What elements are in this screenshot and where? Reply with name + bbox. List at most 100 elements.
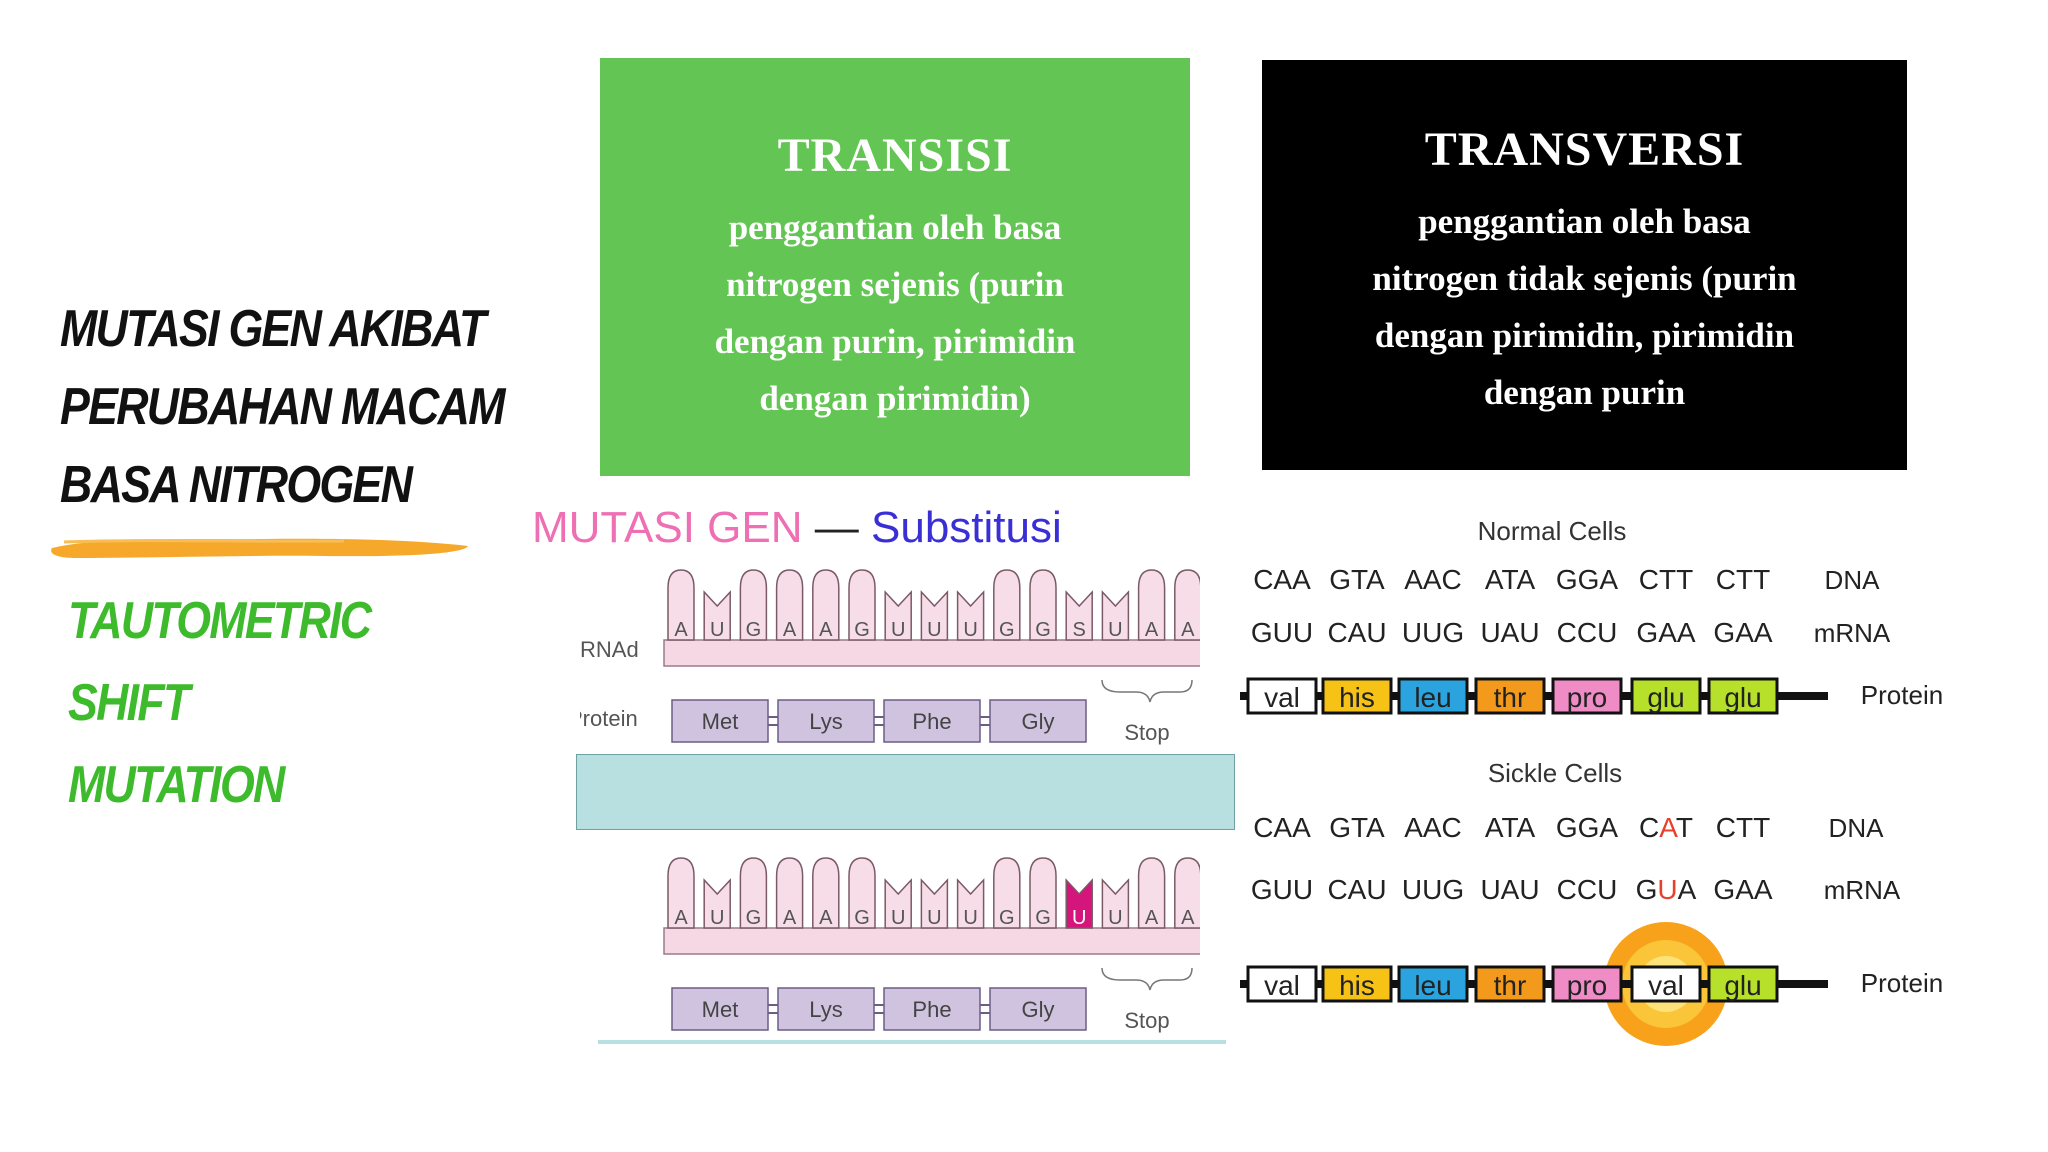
text-line: dengan purin, pirimidin (714, 322, 1076, 361)
substitusi-label: Substitusi (871, 503, 1062, 552)
text-line: dengan pirimidin) (759, 379, 1031, 418)
text-line: penggantian oleh basa (1418, 202, 1751, 241)
mutation-type-list: TAUTOMETRIC SHIFT MUTATION (68, 580, 468, 826)
list-item: TAUTOMETRIC (68, 592, 372, 650)
base-letter: U (927, 619, 941, 641)
nucleotide-base (812, 569, 840, 641)
dna-codon: CTT (1716, 812, 1770, 843)
mrna-codon: UAU (1480, 874, 1539, 905)
amino-acid-label: glu (1724, 970, 1761, 1001)
base-letter: G (1035, 907, 1051, 929)
nucleotide-base (1065, 590, 1093, 641)
base-letter: G (1035, 619, 1051, 641)
mrna-codon: GAA (1713, 874, 1772, 905)
mrna-codon: CCU (1557, 874, 1618, 905)
mrna-codon: GAA (1636, 617, 1695, 648)
amino-acid-label: Lys (809, 997, 842, 1022)
stop-label: Stop (1124, 1008, 1169, 1033)
amino-acid-label: Lys (809, 709, 842, 734)
dna-codon: AAC (1404, 564, 1462, 595)
text-line: nitrogen tidak sejenis (purin (1372, 259, 1797, 298)
transisi-box: TRANSISI penggantian oleh basa nitrogen … (600, 58, 1190, 476)
nucleotide-base (739, 569, 768, 641)
nucleotide-base (993, 569, 1021, 641)
amino-acid-box (1630, 965, 1702, 1003)
amino-acid-box (671, 987, 769, 1031)
base-letter: G (746, 619, 762, 641)
nucleotide-base (884, 878, 912, 929)
dna-codon: CTT (1716, 564, 1770, 595)
stop-brace (1101, 679, 1193, 703)
dna-codon: CAA (1253, 564, 1311, 595)
base-letter: U (710, 619, 724, 641)
row-label-dna: DNA (1829, 813, 1885, 843)
amino-acid-box (777, 699, 875, 743)
mrna-codon: GUA (1636, 874, 1697, 905)
amino-acid-label: Met (702, 709, 739, 734)
nucleotide-base (884, 590, 912, 641)
mrna-codon: UAU (1480, 617, 1539, 648)
nucleotide-base (956, 878, 985, 929)
divider-band (576, 754, 1235, 830)
transisi-text: penggantian oleh basa nitrogen sejenis (… (695, 199, 1096, 427)
amino-acid-box (1397, 965, 1469, 1003)
nucleotide-base (848, 569, 876, 641)
amino-acid-label: pro (1567, 970, 1607, 1001)
base-letter: U (710, 907, 724, 929)
mrna-codon: UUG (1402, 874, 1464, 905)
nucleotide-base (703, 878, 731, 929)
nucleotide-base (739, 857, 768, 929)
amino-acid-box (1246, 677, 1318, 715)
dna-codon: GGA (1556, 812, 1619, 843)
row-label-dna: DNA (1825, 565, 1881, 595)
nucleotide-base (1101, 590, 1130, 641)
brush-stroke-underline (51, 538, 468, 558)
stop-brace (1101, 967, 1193, 991)
rna-backbone (663, 927, 1200, 955)
amino-acid-label: pro (1567, 682, 1607, 713)
base-letter: U (891, 907, 905, 929)
amino-acid-label: thr (1494, 970, 1527, 1001)
nucleotide-base (667, 569, 695, 641)
amino-acid-label: his (1339, 682, 1375, 713)
amino-acid-box (1474, 677, 1546, 715)
amino-acid-label: Gly (1022, 997, 1055, 1022)
base-letter: A (1181, 907, 1195, 929)
left-title-line: BASA NITROGEN (60, 456, 413, 514)
amino-acid-label: Met (702, 997, 739, 1022)
base-letter: U (1108, 907, 1122, 929)
base-letter: A (783, 619, 797, 641)
nucleotide-base (920, 590, 949, 641)
base-letter: A (819, 907, 833, 929)
base-letter: A (819, 619, 833, 641)
base-letter: U (1108, 619, 1122, 641)
base-letter: S (1073, 619, 1086, 641)
row-label-mrna: mRNA (1824, 875, 1901, 905)
normal-cells-title: Normal Cells (1478, 516, 1627, 546)
amino-acid-box (1474, 965, 1546, 1003)
amino-acid-label: leu (1414, 682, 1451, 713)
amino-acid-label: val (1648, 970, 1684, 1001)
amino-acid-label: thr (1494, 682, 1527, 713)
mrna-codon: GUU (1251, 617, 1313, 648)
base-letter: G (999, 619, 1015, 641)
nucleotide-base (1137, 569, 1166, 641)
amino-acid-box (1321, 965, 1393, 1003)
base-letter: U (963, 907, 977, 929)
row-label-mrna: mRNA (1814, 618, 1891, 648)
nucleotide-base (775, 569, 804, 641)
amino-acid-label: Phe (912, 709, 951, 734)
row-label-protein: Protein (1861, 968, 1943, 998)
dna-codon: CTT (1639, 564, 1693, 595)
text-line: penggantian oleh basa (728, 208, 1062, 247)
amino-acid-box (1246, 965, 1318, 1003)
base-letter: A (674, 619, 688, 641)
transversi-text: penggantian oleh basa nitrogen tidak sej… (1352, 193, 1816, 421)
mrna-codon: GUU (1251, 874, 1313, 905)
amino-acid-label: Phe (912, 997, 951, 1022)
transversi-box: TRANSVERSI penggantian oleh basa nitroge… (1262, 60, 1907, 470)
transisi-title: TRANSISI (777, 129, 1013, 182)
amino-acid-box (1551, 677, 1623, 715)
